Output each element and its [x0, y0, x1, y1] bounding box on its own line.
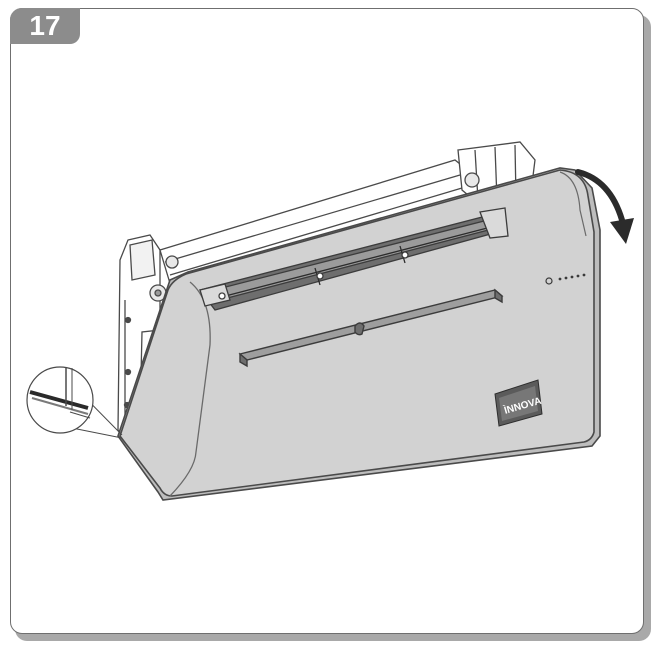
magnifier-detail-icon — [26, 366, 123, 439]
rotate-arrow-icon — [575, 169, 634, 244]
step-number-badge: 17 — [10, 8, 80, 44]
brand-logo-icon: ÌNNOVA — [494, 379, 543, 427]
status-indicator — [545, 273, 586, 285]
power-led-icon — [545, 277, 553, 285]
air-outlet — [198, 207, 509, 311]
front-grille-slot — [238, 288, 504, 368]
